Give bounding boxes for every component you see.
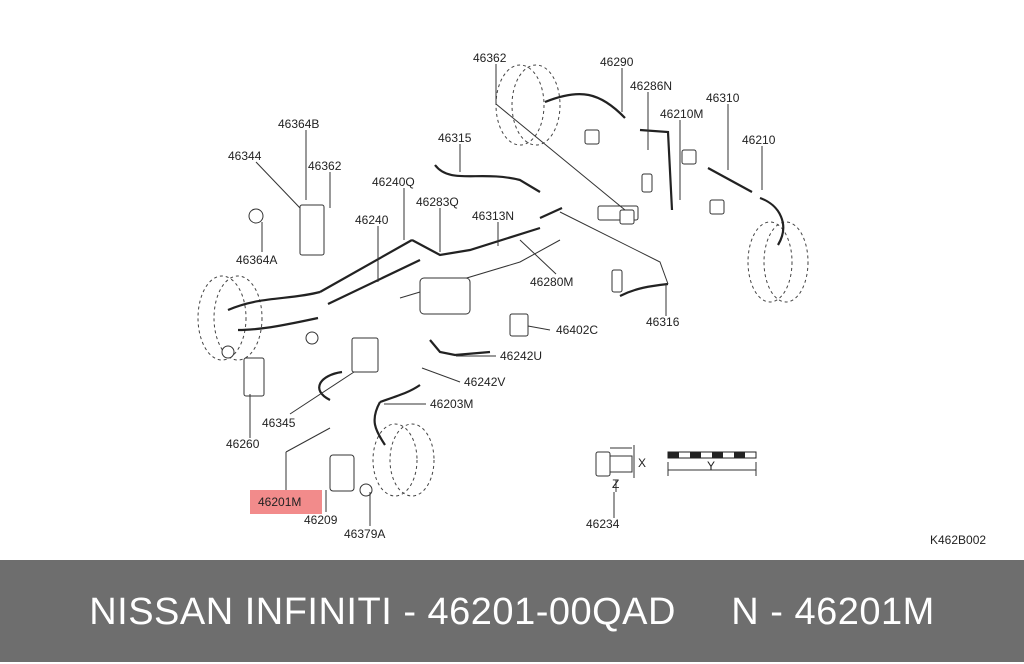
label-46240q: 46240Q <box>372 175 415 189</box>
label-46345: 46345 <box>262 416 296 430</box>
part-number-caption: NISSAN INFINITI - 46201-00QAD N - 46201M <box>89 591 935 633</box>
ruler-y <box>667 451 757 476</box>
bracket-46345 <box>351 337 379 373</box>
brake-line-schematic: 46362 46290 46286N 46310 46210M 46210 46… <box>197 51 986 547</box>
part-labels: 46362 46290 46286N 46310 46210M 46210 46… <box>226 51 986 547</box>
bracket-46260 <box>243 357 265 397</box>
label-46290: 46290 <box>600 55 634 69</box>
label-46310: 46310 <box>706 91 740 105</box>
label-46242u: 46242U <box>500 349 542 363</box>
label-46283q: 46283Q <box>416 195 459 209</box>
bracket-46344 <box>299 204 325 256</box>
label-46280m: 46280M <box>530 275 573 289</box>
label-46344: 46344 <box>228 149 262 163</box>
label-46242v: 46242V <box>464 375 505 389</box>
label-46209: 46209 <box>304 513 338 527</box>
label-dim-y: Y <box>707 459 715 473</box>
label-46362-top: 46362 <box>473 51 507 65</box>
wheel-right <box>747 221 809 303</box>
label-46260: 46260 <box>226 437 260 451</box>
brake-lines <box>227 92 785 446</box>
leader-lines <box>249 64 763 526</box>
label-46203m: 46203M <box>430 397 473 411</box>
label-46364a: 46364A <box>236 253 277 267</box>
highlight-box <box>250 490 322 514</box>
label-46210m: 46210M <box>660 107 703 121</box>
label-46315: 46315 <box>438 131 472 145</box>
label-dim-x: X <box>638 456 646 470</box>
bracket-46209 <box>329 454 355 492</box>
label-dim-z: Z <box>612 477 619 491</box>
label-46362-left: 46362 <box>308 159 342 173</box>
wheel-front-right <box>372 423 435 497</box>
footer-bar: NISSAN INFINITI - 46201-00QAD N - 46201M <box>0 560 1024 662</box>
label-46210: 46210 <box>742 133 776 147</box>
diagram-code: K462B002 <box>930 533 986 547</box>
label-46316: 46316 <box>646 315 680 329</box>
clip-46402c <box>509 313 529 337</box>
components <box>221 129 725 497</box>
wheel-rear-right <box>495 64 561 146</box>
master-cylinder-unit <box>419 277 471 315</box>
bolt-detail <box>595 445 635 492</box>
label-46379a: 46379A <box>344 527 385 541</box>
label-46201m: 46201M <box>258 495 301 509</box>
label-46286n: 46286N <box>630 79 672 93</box>
label-46364b: 46364B <box>278 117 319 131</box>
label-46240: 46240 <box>355 213 389 227</box>
parts-diagram: 46362 46290 46286N 46310 46210M 46210 46… <box>197 51 987 547</box>
label-46313n: 46313N <box>472 209 514 223</box>
label-46402c: 46402C <box>556 323 598 337</box>
wheel-front-left <box>197 275 263 361</box>
label-46234: 46234 <box>586 517 620 531</box>
